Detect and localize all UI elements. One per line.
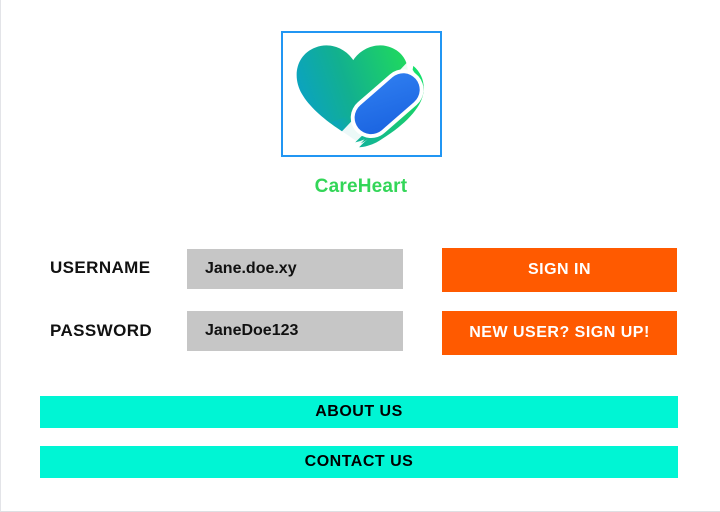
app-logo-frame: [281, 31, 442, 157]
password-label: PASSWORD: [50, 321, 153, 340]
password-input[interactable]: [187, 311, 403, 351]
heart-bandage-logo-icon: [283, 33, 440, 155]
brand-name: CareHeart: [314, 176, 408, 197]
username-label: USERNAME: [50, 258, 151, 277]
sign-in-button[interactable]: SIGN IN: [442, 248, 677, 292]
username-input[interactable]: [187, 249, 403, 289]
contact-us-button[interactable]: CONTACT US: [40, 446, 678, 478]
about-us-button[interactable]: ABOUT US: [40, 396, 678, 428]
sign-up-button[interactable]: NEW USER? SIGN UP!: [442, 311, 677, 355]
